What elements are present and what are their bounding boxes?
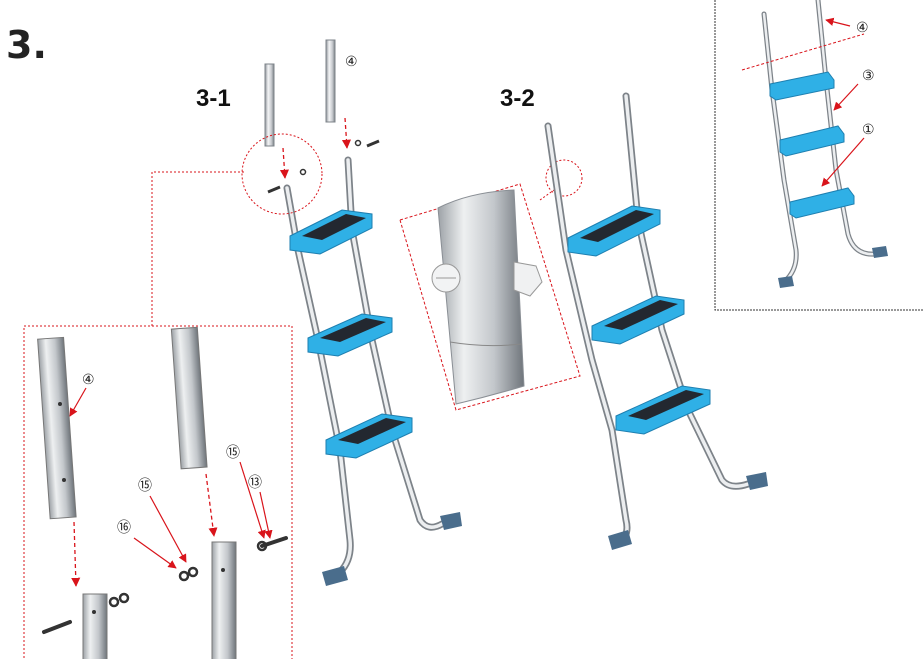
detail-box-3-1: ④ ⑮ ⑮ ⑬ ⑯ [23, 325, 293, 659]
substep-label-3-2: 3-2 [500, 85, 535, 112]
callout-tube-main: ④ [345, 54, 358, 70]
ladder-3-1-step-top [289, 209, 373, 255]
zoom-circle [241, 133, 323, 215]
bolt-icon [366, 139, 380, 148]
callout-tube-detail: ④ [82, 372, 95, 388]
inset-overview: ④ ③ ① [714, 0, 923, 311]
nut-icon [299, 168, 307, 176]
step-number: 3. [6, 23, 47, 67]
nut-icon [354, 139, 362, 147]
bolt-head-icon [431, 263, 461, 293]
callout-bolt: ⑬ [248, 475, 262, 491]
ladder-3-1: ④ [151, 39, 462, 586]
zoom-detail-3-2 [399, 183, 581, 411]
bolt-icon [267, 185, 281, 194]
nut-icon [513, 261, 543, 297]
callout-washer-a: ⑮ [138, 478, 152, 494]
ladder-3-2 [544, 92, 768, 550]
callout-washer-b: ⑮ [226, 445, 240, 461]
nut-washer-icon [178, 566, 199, 582]
bolt-icon [42, 620, 72, 634]
ladder-3-2-step-middle [591, 295, 685, 345]
ladder-3-2-step-top [567, 205, 661, 257]
substep-label-3-1: 3-1 [196, 85, 231, 112]
bolt-icon [256, 536, 288, 552]
ladder-3-1-step-middle [307, 313, 393, 357]
washer-icon [108, 592, 130, 608]
ladder-3-1-step-bottom [325, 413, 413, 459]
callout-inset-step: ③ [862, 68, 875, 84]
callout-inset-tube: ④ [856, 20, 869, 36]
callout-inset-rail: ① [862, 122, 875, 138]
callout-nut: ⑯ [117, 520, 131, 536]
ladder-3-2-step-bottom [615, 385, 711, 435]
